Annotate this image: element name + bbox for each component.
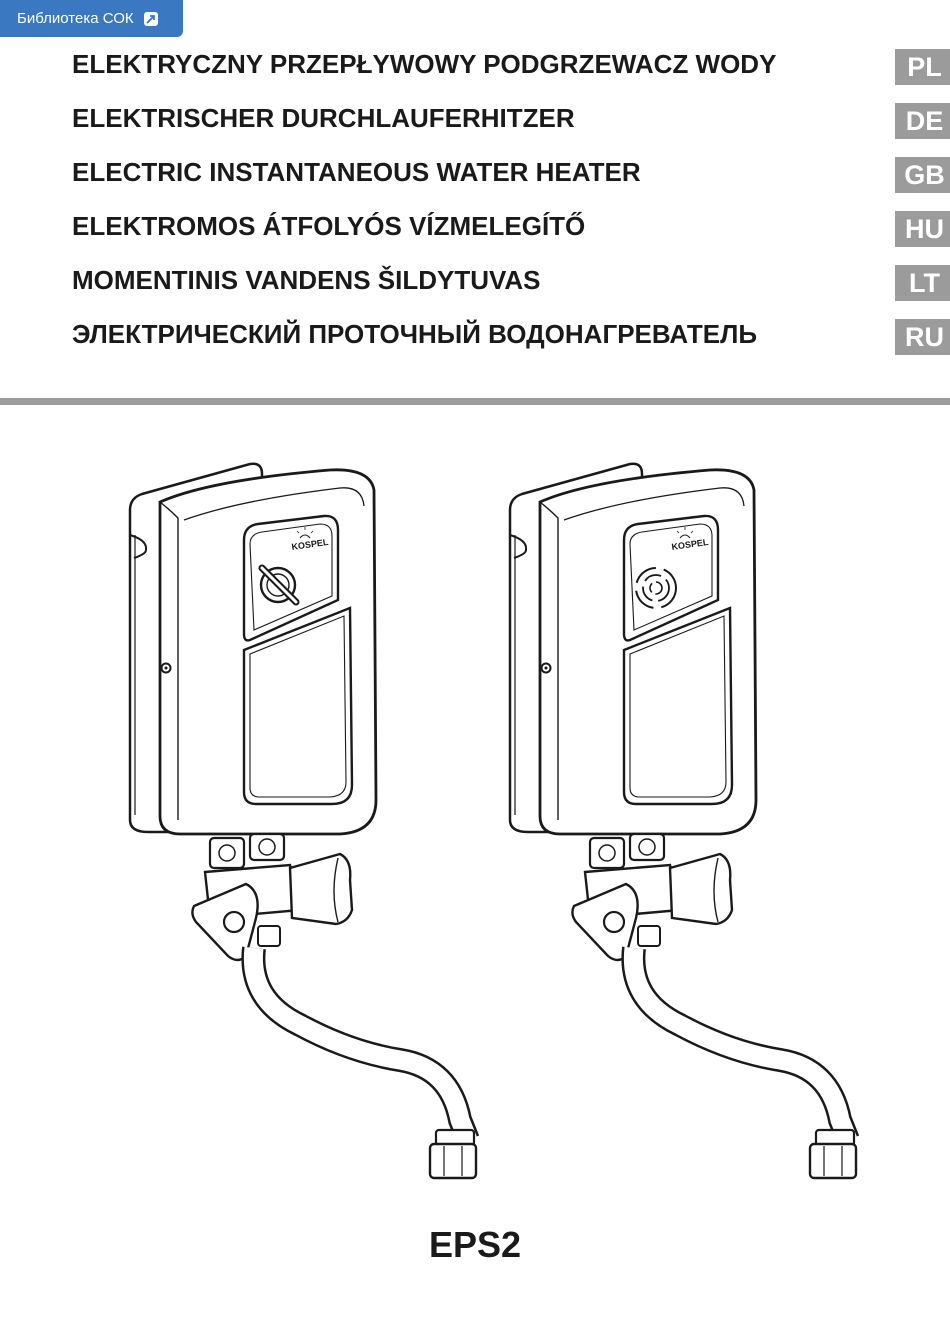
title-gb: ELECTRIC INSTANTANEOUS WATER HEATER [72,157,641,187]
lang-tag-hu: HU [895,211,950,247]
title-de: ELEKTRISCHER DURCHLAUFERHITZER [72,103,575,133]
title-pl: ELEKTRYCZNY PRZEPŁYWOWY PODGRZEWACZ WODY [72,49,777,79]
product-illustration: KOSPEL [128,462,950,1200]
external-link-icon [143,11,158,26]
library-badge-label: Библиотека СОК [17,10,134,27]
title-hu: ELEKTROMOS ÁTFOLYÓS VÍZMELEGÍTŐ [72,211,586,241]
rotary-knob-icon [258,564,300,606]
lang-tag-gb: GB [895,157,950,193]
heater-left [128,462,476,1178]
lang-tag-pl: PL [895,49,950,85]
title-lt: MOMENTINIS VANDENS ŠILDYTUVAS [72,265,541,295]
lang-tag-de: DE [895,103,950,139]
heater-right [508,462,856,1178]
touch-sensor-icon [635,567,677,609]
lang-tag-ru: RU [895,319,950,355]
model-name: EPS2 [428,1224,522,1265]
title-ru: ЭЛЕКТРИЧЕСКИЙ ПРОТОЧНЫЙ ВОДОНАГРЕВАТЕЛЬ [72,319,758,349]
section-divider [0,398,950,405]
library-badge[interactable]: Библиотека СОК [0,0,183,37]
lang-tag-lt: LT [895,265,950,301]
